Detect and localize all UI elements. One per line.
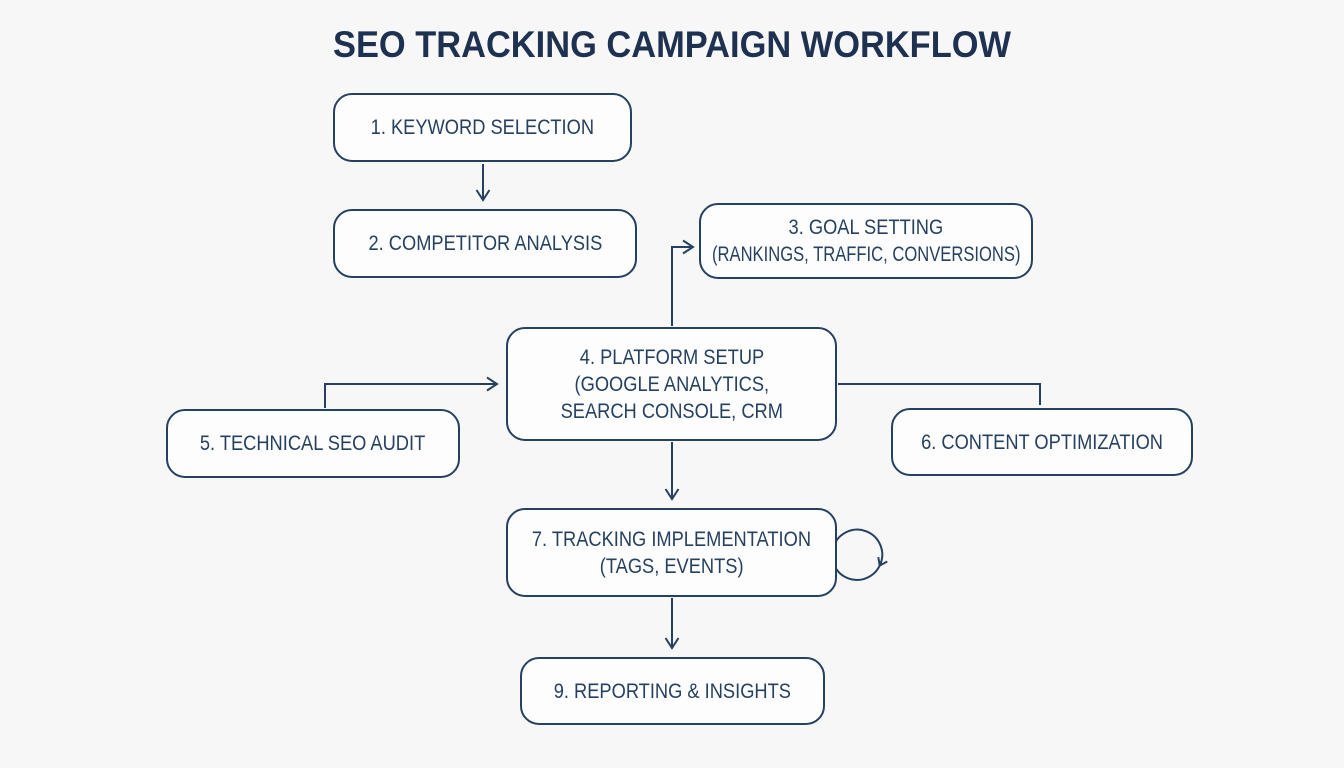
edge-4-to-6 (838, 383, 1041, 405)
edge-4-to-3 (671, 239, 695, 326)
edge-5-to-4 (324, 376, 499, 408)
refresh-cycle-icon (826, 528, 888, 581)
node-label: (GOOGLE ANALYTICS, (574, 372, 769, 396)
node-technical-seo-audit: 5. TECHNICAL SEO AUDIT (166, 409, 460, 478)
node-label: (RANKINGS, TRAFFIC, CONVERSIONS) (711, 243, 1021, 266)
node-goal-setting: 3. GOAL SETTING (RANKINGS, TRAFFIC, CONV… (699, 203, 1033, 279)
node-label: 9. REPORTING & INSIGHTS (553, 679, 792, 703)
node-competitor-analysis: 2. COMPETITOR ANALYSIS (333, 209, 637, 278)
node-label: 7. TRACKING IMPLEMENTATION (531, 527, 812, 551)
node-label: 2. COMPETITOR ANALYSIS (368, 232, 602, 255)
node-label: 4. PLATFORM SETUP (579, 345, 764, 369)
node-tracking-implementation: 7. TRACKING IMPLEMENTATION (TAGS, EVENTS… (506, 508, 837, 597)
node-label: SEARCH CONSOLE, CRM (560, 399, 783, 423)
page-title: SEO TRACKING CAMPAIGN WORKFLOW (333, 24, 1011, 65)
node-label: 3. GOAL SETTING (788, 216, 944, 239)
node-content-optimization: 6. CONTENT OPTIMIZATION (891, 408, 1193, 476)
node-reporting-insights: 9. REPORTING & INSIGHTS (520, 657, 825, 725)
node-platform-setup: 4. PLATFORM SETUP (GOOGLE ANALYTICS, SEA… (506, 327, 837, 441)
node-keyword-selection: 1. KEYWORD SELECTION (333, 93, 632, 162)
node-label: 5. TECHNICAL SEO AUDIT (200, 432, 426, 455)
node-label: 1. KEYWORD SELECTION (370, 116, 595, 139)
node-label: (TAGS, EVENTS) (599, 554, 744, 578)
node-label: 6. CONTENT OPTIMIZATION (921, 430, 1163, 454)
